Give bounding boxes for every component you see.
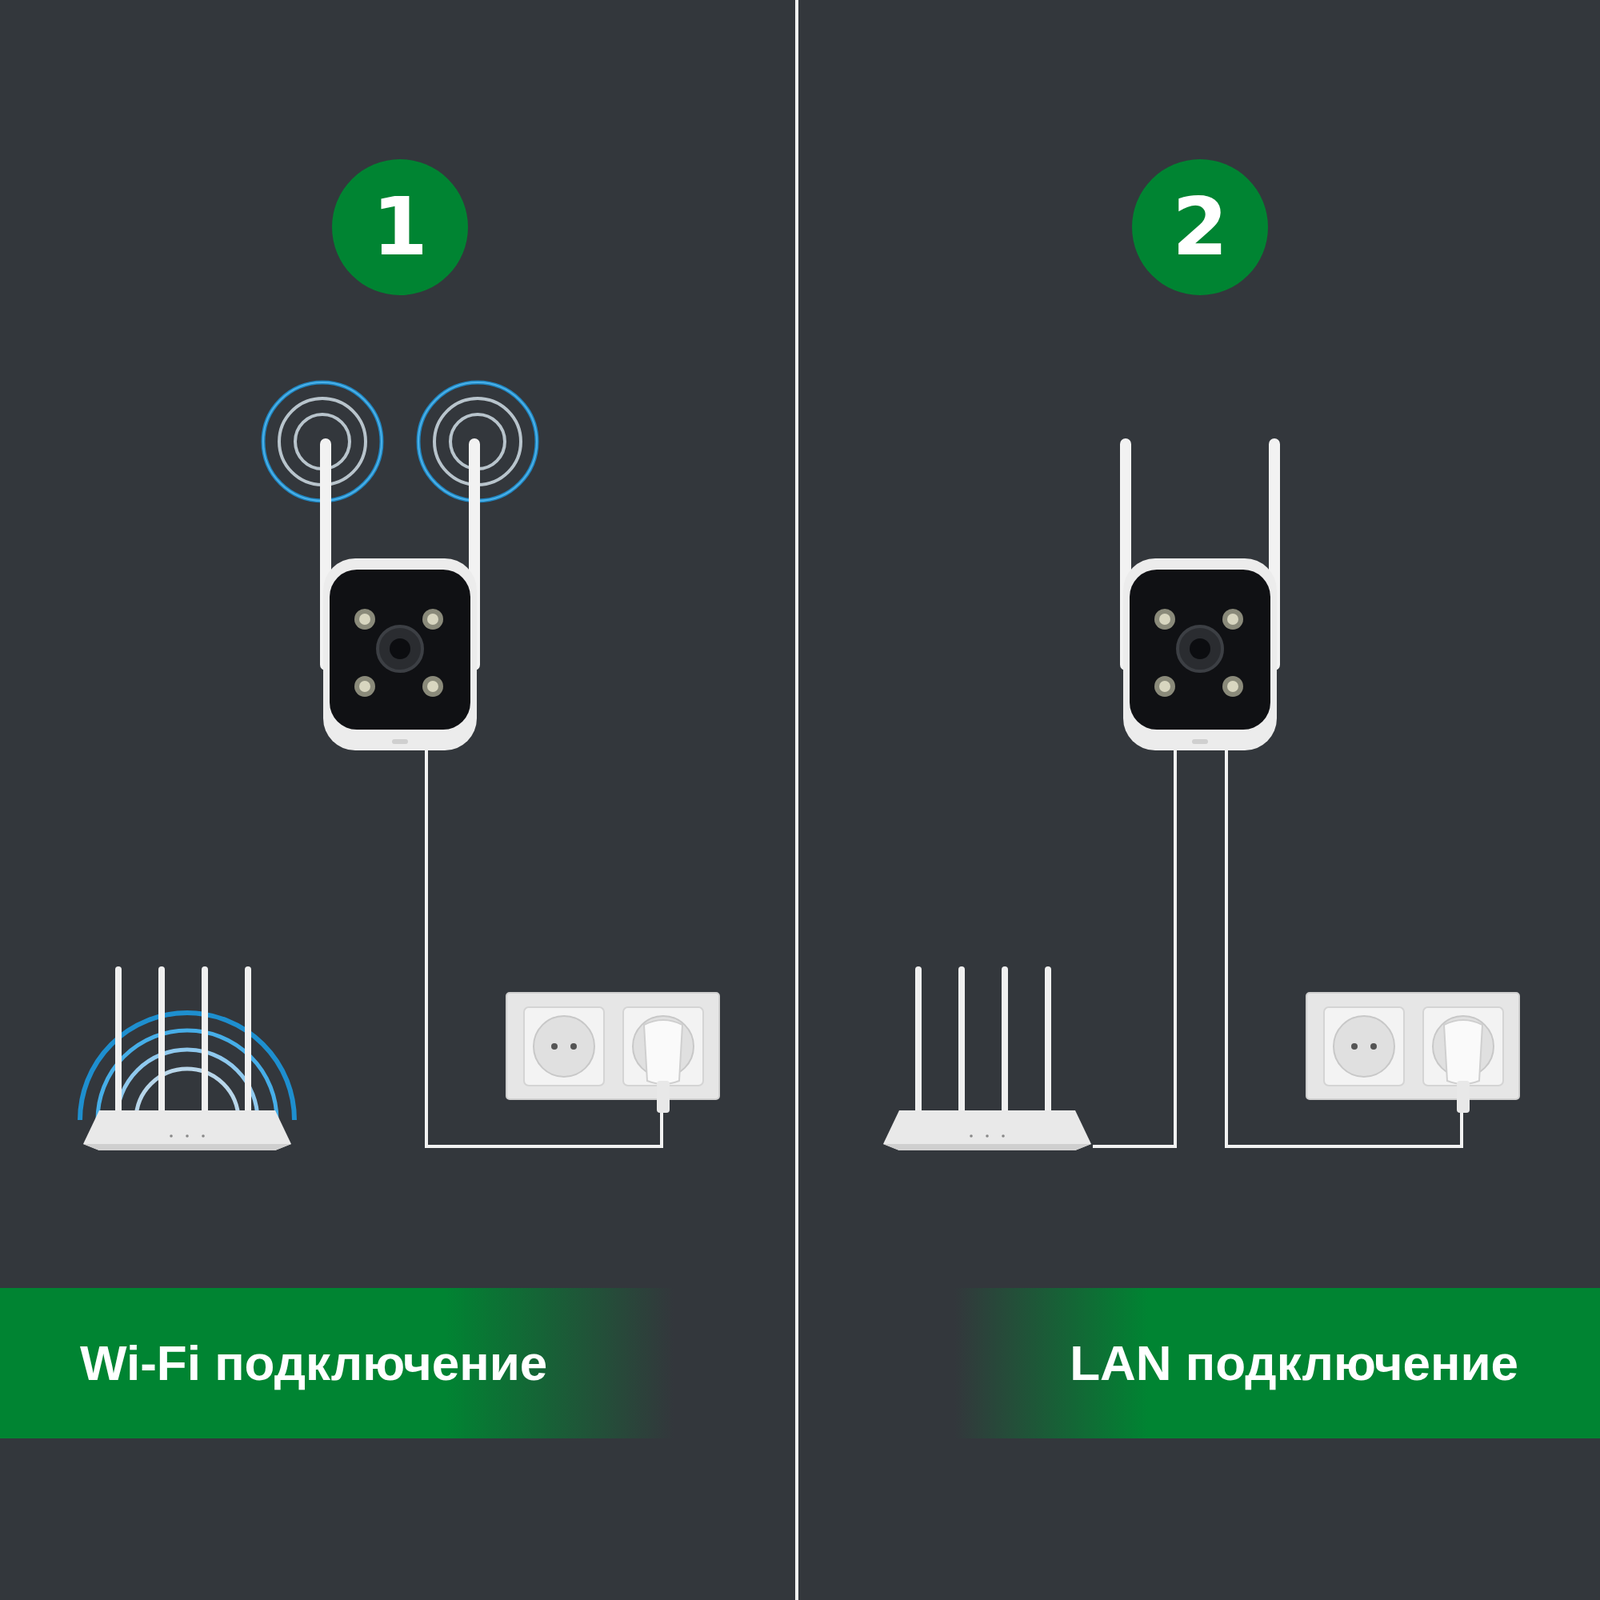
callout-number: 2 xyxy=(1172,187,1228,268)
router-waves xyxy=(80,1012,295,1120)
camera xyxy=(320,438,480,751)
caption-band: LAN подключение xyxy=(954,1288,1600,1439)
step-number: 1 xyxy=(332,159,468,296)
wifi-waves xyxy=(263,382,537,501)
caption-text: LAN подключение xyxy=(1069,1336,1519,1391)
camera xyxy=(1120,438,1280,751)
divider xyxy=(795,0,799,1600)
router xyxy=(883,966,1092,1151)
router xyxy=(83,966,292,1151)
caption-band: Wi-Fi подключение xyxy=(0,1288,674,1439)
outlet xyxy=(506,992,720,1113)
step-number: 2 xyxy=(1132,159,1268,296)
outlet xyxy=(1306,992,1520,1113)
caption-text: Wi-Fi подключение xyxy=(80,1336,548,1391)
callout-number: 1 xyxy=(372,187,428,268)
lan-cable xyxy=(1092,744,1176,1147)
